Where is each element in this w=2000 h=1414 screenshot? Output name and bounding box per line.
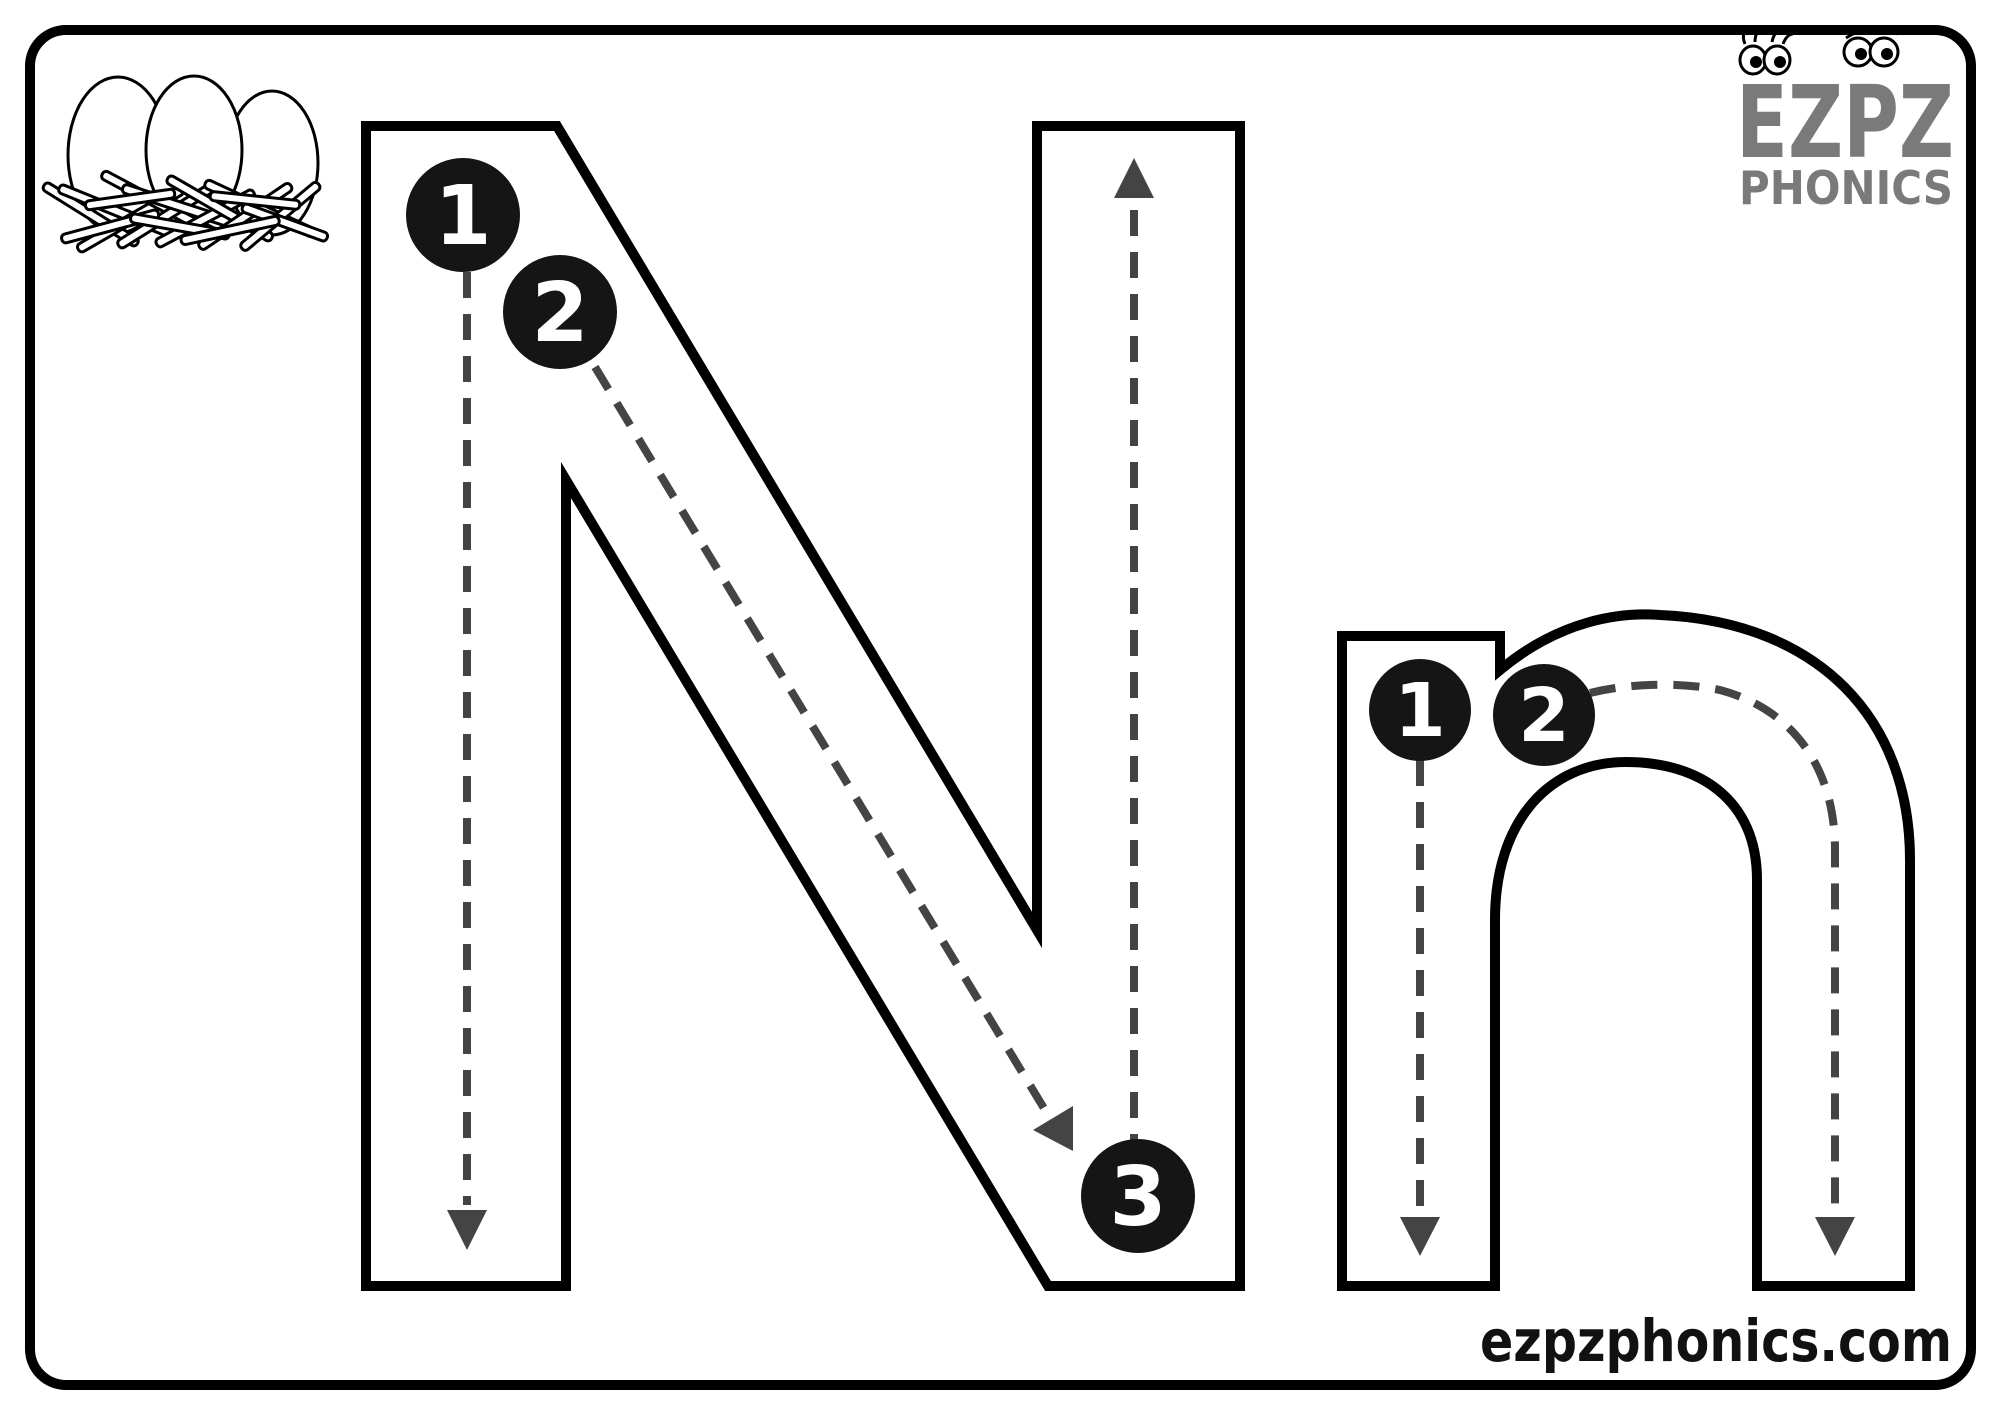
step-badge-2: 2: [1493, 664, 1595, 766]
step-badge-2: 2: [503, 255, 617, 369]
lowercase-letter-n: 1 2: [1337, 609, 1915, 1291]
arrow-down-icon: [1400, 1217, 1440, 1256]
arrow-down-icon: [447, 1210, 487, 1250]
nest-icon: [41, 74, 330, 254]
arrow-diagonal-icon: [1033, 1106, 1073, 1151]
guide-line-diagonal: [591, 364, 1049, 1113]
svg-text:1: 1: [434, 169, 491, 264]
guide-line-arch: [1589, 680, 1839, 1215]
step-badge-3: 3: [1081, 1139, 1195, 1253]
uppercase-letter-n: 1 2 3: [361, 121, 1245, 1291]
step-badge-1: 1: [1369, 659, 1471, 761]
svg-text:PHONICS: PHONICS: [1739, 161, 1953, 215]
svg-text:2: 2: [1518, 673, 1570, 759]
website-link[interactable]: ezpzphonics.com: [1480, 1307, 1952, 1375]
eyes-icon: [1738, 27, 1900, 76]
ezpz-phonics-logo: EZPZ PHONICS: [1736, 27, 1954, 215]
arrow-down-icon: [1815, 1217, 1855, 1256]
svg-text:2: 2: [531, 266, 588, 361]
svg-text:EZPZ: EZPZ: [1736, 64, 1954, 181]
lowercase-n-outline: [1337, 609, 1915, 1291]
nest-sticks: [41, 169, 330, 254]
svg-text:3: 3: [1109, 1150, 1166, 1245]
step-badge-1: 1: [406, 158, 520, 272]
arrow-up-icon: [1114, 158, 1154, 198]
svg-text:1: 1: [1394, 668, 1446, 754]
